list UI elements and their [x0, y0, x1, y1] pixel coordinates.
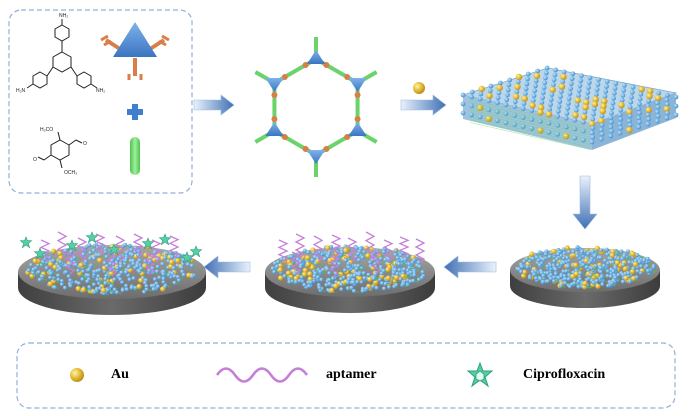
legend-gold-icon [70, 368, 84, 382]
svg-text:O: O [83, 141, 87, 147]
triangle-node [307, 150, 325, 164]
arrow-right-1 [193, 94, 235, 116]
triangle-node [265, 78, 284, 92]
arrow-left-1 [443, 255, 497, 279]
dialdehyde-structure [37, 131, 83, 169]
electrode-disk-aptamer [265, 231, 435, 313]
svg-text:H₃CO: H₃CO [40, 127, 53, 133]
triangle-monomer-icon [100, 22, 170, 80]
svg-text:NH₂: NH₂ [59, 13, 68, 19]
svg-text:OCH₃: OCH₃ [64, 170, 77, 176]
svg-text:O: O [33, 157, 37, 163]
plus-icon [127, 104, 143, 120]
arrow-right-2 [400, 94, 447, 116]
triangle-node [265, 122, 284, 136]
cof-au-sheet [460, 65, 679, 150]
triangle-node [348, 122, 367, 136]
legend-aptamer-icon [215, 367, 309, 383]
legend-ciprofloxacin-icon [466, 361, 494, 388]
triamine-structure [26, 19, 98, 89]
arrow-down [572, 175, 598, 230]
legend-label-aptamer: aptamer [326, 367, 377, 382]
triangle-node [348, 78, 367, 92]
hexagonal-cof-ring [254, 37, 378, 177]
svg-text:H₂N: H₂N [16, 88, 26, 94]
electrode-disk-ciprofloxacin [18, 231, 206, 315]
legend-box [16, 342, 676, 409]
triangle-node [307, 50, 325, 64]
gold-nanoparticle-icon [413, 82, 425, 94]
monomer-box [8, 9, 193, 194]
legend-label-au: Au [111, 367, 129, 382]
svg-text:NH₂: NH₂ [96, 88, 105, 94]
electrode-disk-cof-au [510, 245, 660, 308]
linker-rod-icon [130, 137, 140, 175]
legend-label-ciprofloxacin: Ciprofloxacin [523, 367, 606, 382]
arrow-left-2 [203, 255, 251, 279]
